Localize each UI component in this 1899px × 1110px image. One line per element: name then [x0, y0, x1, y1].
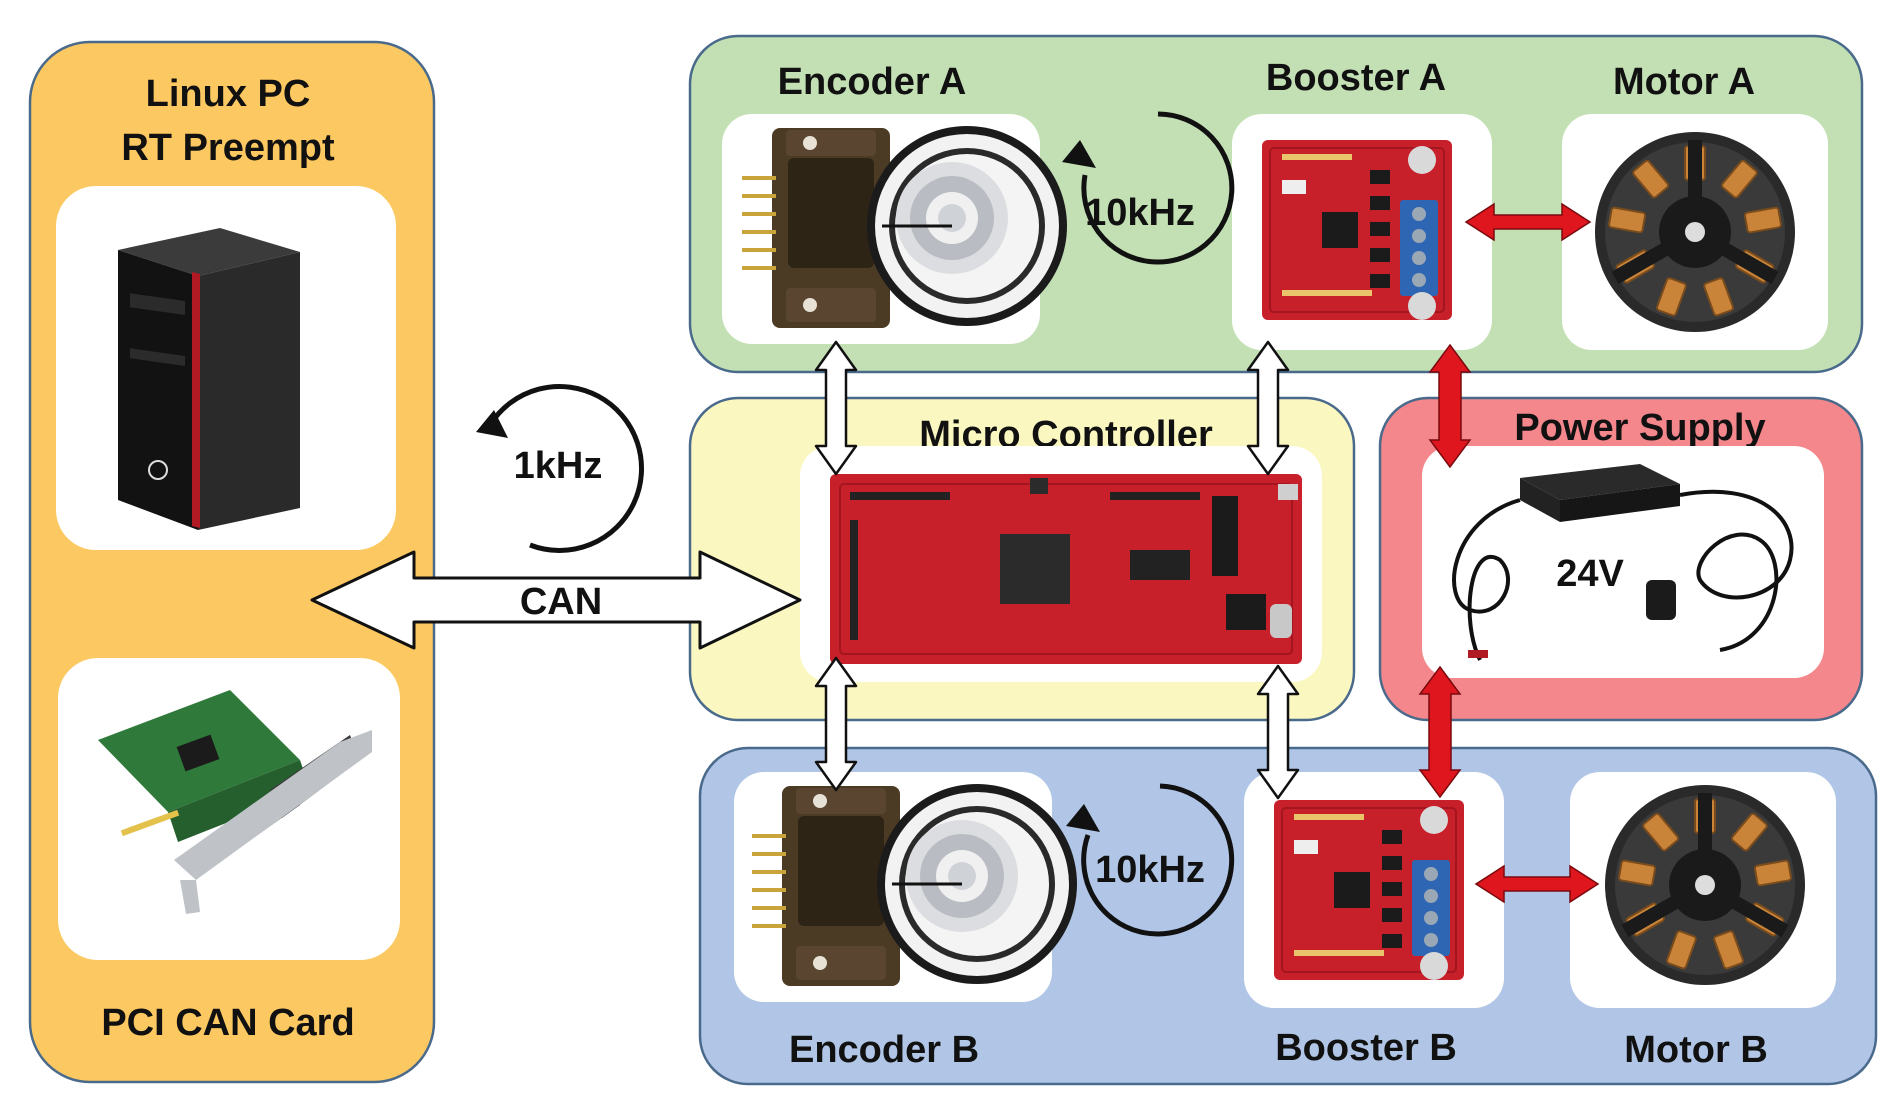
power-photo-card	[1422, 446, 1824, 678]
pci-card-label: PCI CAN Card	[101, 1002, 354, 1044]
loop-arrow-icon	[476, 384, 644, 553]
encoder-b-link-arrow	[814, 656, 858, 792]
loop-arrow-icon	[1062, 111, 1235, 265]
motor-icon	[1595, 132, 1795, 332]
booster-board-icon	[1261, 139, 1453, 321]
loop-arrow-icon	[1066, 783, 1235, 937]
encoder-a-link-arrow	[814, 340, 858, 476]
booster-a-link-arrow	[1246, 340, 1290, 476]
power-arrow-booster-a	[1428, 343, 1472, 469]
controller-loop-rate: 1kHz	[514, 445, 603, 487]
can-bus-label: CAN	[520, 581, 602, 623]
booster-a-label: Booster A	[1266, 57, 1446, 99]
bottom-loop-rate: 10kHz	[1095, 849, 1205, 891]
pci-card-icon	[98, 690, 372, 914]
motor-icon	[1605, 785, 1805, 985]
motor-a-label: Motor A	[1613, 61, 1755, 103]
power-title: Power Supply	[1514, 407, 1765, 449]
booster-b-link-arrow	[1256, 664, 1300, 800]
booster-b-label: Booster B	[1275, 1027, 1457, 1069]
encoder-icon	[740, 124, 1069, 330]
top-loop-rate: 10kHz	[1085, 192, 1195, 234]
motor-b-label: Motor B	[1624, 1029, 1768, 1071]
pc-title-line1: Linux PC	[146, 73, 311, 115]
encoder-a-label: Encoder A	[778, 61, 967, 103]
pc-title-line2: RT Preempt	[121, 127, 335, 169]
encoder-icon	[750, 782, 1079, 988]
motor-a-power-arrow	[1464, 202, 1592, 242]
motor-b-power-arrow	[1474, 864, 1600, 904]
power-arrow-booster-b	[1418, 665, 1462, 799]
encoder-b-label: Encoder B	[789, 1029, 979, 1071]
microcontroller-board-icon	[830, 474, 1302, 664]
can-bus-arrow	[310, 550, 802, 650]
booster-board-icon	[1273, 799, 1465, 981]
power-adapter-icon	[1452, 464, 1794, 661]
desktop-tower-icon	[118, 228, 300, 530]
power-voltage: 24V	[1556, 553, 1624, 595]
